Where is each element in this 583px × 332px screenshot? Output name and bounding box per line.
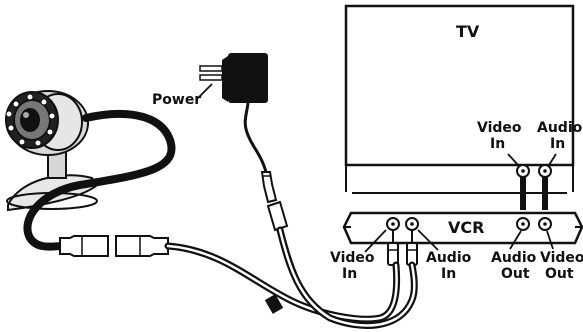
vcr-audio-out-label-line2: Out (501, 266, 530, 282)
power-adapter: Power (152, 53, 289, 232)
vcr: VCR Video In Audio In Audio Out Video Ou… (330, 211, 583, 282)
tv-audio-in-label-line2: In (550, 136, 565, 152)
tv-screen-edge (345, 165, 574, 192)
camera-cable (23, 110, 418, 329)
vcr-video-in-label-line1: Video (330, 250, 375, 266)
tv: TV Video In Audio In (344, 4, 583, 194)
tv-video-in-label-line1: Video (477, 120, 522, 136)
vcr-audio-in-label-line1: Audio (426, 250, 472, 266)
vcr-video-in-label-line2: In (342, 266, 357, 282)
vcr-video-out-label-line2: Out (545, 266, 574, 282)
power-adapter-body (228, 53, 268, 103)
vcr-audio-in-label-line2: In (441, 266, 456, 282)
tv-audio-in-label-line1: Audio (537, 120, 583, 136)
vcr-audio-out-label-line1: Audio (491, 250, 537, 266)
vcr-label: VCR (448, 218, 484, 237)
power-label: Power (152, 92, 201, 108)
tv-vcr-cables (520, 177, 548, 210)
tv-label: TV (456, 22, 480, 41)
vcr-video-out-label-line1: Video (540, 250, 583, 266)
camera-lens (20, 108, 40, 132)
tv-video-in-label-line2: In (490, 136, 505, 152)
